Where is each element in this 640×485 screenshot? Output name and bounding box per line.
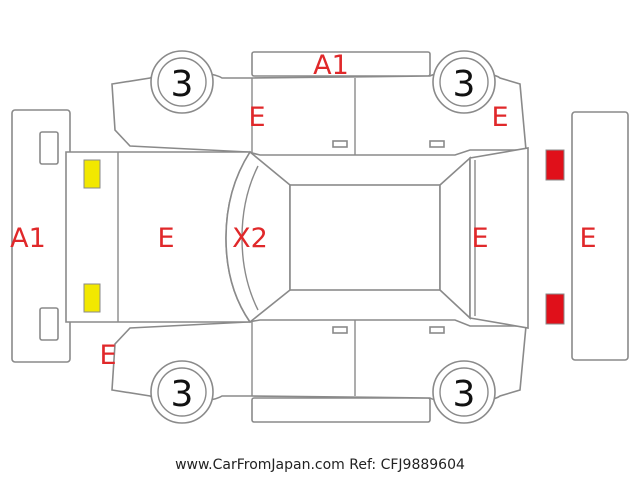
mark-rear-roof: E <box>471 223 488 254</box>
taillight-bottom <box>545 293 565 325</box>
mark-hood: E <box>157 223 174 254</box>
mark-right-rear-fender: E <box>491 102 508 133</box>
taillight-top <box>545 149 565 181</box>
bottom-side-strip <box>251 397 431 423</box>
tire-rear-right-label: 3 <box>453 374 476 415</box>
tire-front-right-label: 3 <box>171 374 194 415</box>
mark-windshield: X2 <box>232 223 268 254</box>
tire-front-left: 3 <box>150 50 214 114</box>
tire-rear-right: 3 <box>432 360 496 424</box>
mark-left-lower-corner: E <box>99 340 116 371</box>
top-side-strip <box>251 51 431 77</box>
mark-left-front-fender: E <box>248 102 265 133</box>
headlight-top <box>83 159 101 189</box>
tire-front-right: 3 <box>150 360 214 424</box>
tire-rear-left: 3 <box>432 50 496 114</box>
top-view-body <box>65 147 529 329</box>
watermark-text: www.CarFromJapan.com Ref: CFJ9889604 <box>175 457 465 473</box>
tire-front-left-label: 3 <box>171 64 194 105</box>
rear-bumper <box>571 111 629 361</box>
mark-front-bumper: A1 <box>10 223 46 254</box>
mark-roof-top: A1 <box>313 50 349 81</box>
tire-rear-left-label: 3 <box>453 64 476 105</box>
mark-rear-bumper: E <box>579 223 596 254</box>
headlight-bottom <box>83 283 101 313</box>
